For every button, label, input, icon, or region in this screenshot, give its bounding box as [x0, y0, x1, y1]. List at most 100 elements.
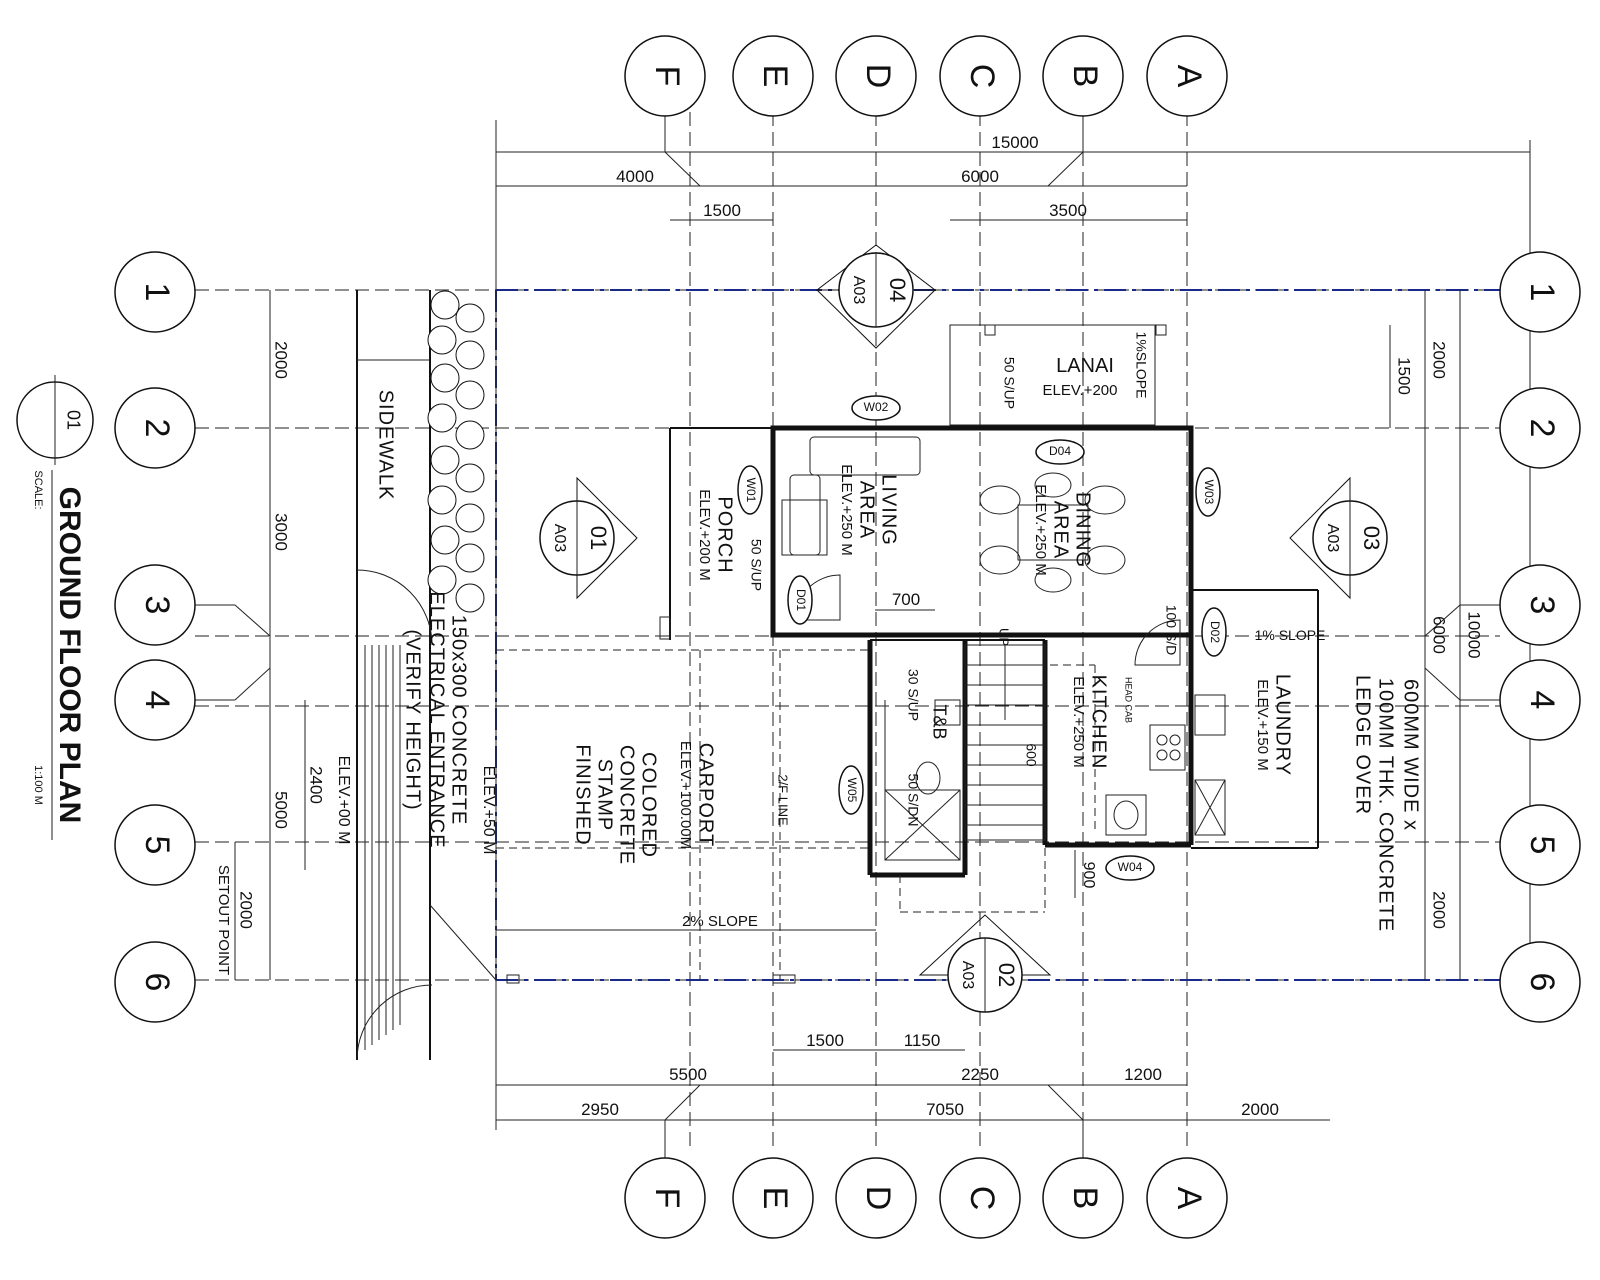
tag-w05: W05 [845, 778, 859, 803]
grid-label-3-right: 3 [1523, 596, 1561, 615]
grid-label-5-left: 5 [138, 836, 176, 855]
dim-right-2000: 2000 [1430, 341, 1449, 379]
title-scale-label: SCALE: [32, 470, 44, 509]
note-elev-00: ELEV.+00 M [335, 756, 352, 845]
grid-label-c-bottom: C [963, 1186, 1001, 1211]
grid-label-d-top: D [859, 64, 897, 89]
dim-right-6000: 6000 [1430, 616, 1449, 654]
section-number-02: 02 [994, 963, 1019, 987]
grid-label-5-right: 5 [1523, 836, 1561, 855]
grid-bubble-5-left [114, 804, 196, 886]
door-window-tags: W02 D04 W01 W03 D01 D02 W05 W04 [737, 395, 1227, 881]
room-lanai-elev: ELEV.+200 [1043, 382, 1118, 399]
note-entrance-line1: 150x300 CONCRETE [448, 615, 470, 826]
grid-bubble-a-top [1146, 35, 1228, 117]
dim-left-2400: 2400 [307, 766, 326, 804]
note-stair-up: UP [997, 628, 1012, 646]
room-sidewalk-name: SIDEWALK [375, 390, 397, 501]
dim-bottom-5500: 5500 [669, 1065, 707, 1084]
note-head-cab: HEAD CAB [1124, 677, 1134, 723]
grid-label-c-top: C [963, 64, 1001, 89]
grid-label-4-left: 4 [138, 691, 176, 710]
tag-d04: D04 [1049, 444, 1071, 458]
dim-top-15000: 15000 [991, 133, 1038, 152]
grid-bubble-b-top [1042, 35, 1124, 117]
grid-bubble-e-top [732, 35, 814, 117]
dimension-labels: 15000 4000 6000 1500 3500 1500 1150 5500… [237, 133, 1484, 1119]
grid-bubble-6-left [114, 941, 196, 1023]
dim-inner-600: 600 [1023, 743, 1039, 767]
note-finish-line4: FINISHED [572, 744, 594, 845]
grid-bubble-1-left [114, 251, 196, 333]
plan-notes: 1%SLOPE 1% SLOPE 2% SLOPE 50 S/UP 50 S/U… [215, 332, 1422, 976]
note-finish-line3: STAMP [594, 759, 616, 831]
dim-top-6000: 6000 [961, 167, 999, 186]
grid-label-1-left: 1 [138, 283, 176, 302]
dim-right-2000-bottom: 2000 [1430, 891, 1449, 929]
title-block: 01 GROUND FLOOR PLAN SCALE: 1:100 M [16, 375, 94, 840]
title-text: GROUND FLOOR PLAN [53, 487, 86, 824]
stairs [964, 644, 1046, 841]
sidewalk [356, 290, 497, 1061]
note-tb-step-up: 30 S/UP [905, 669, 921, 721]
grid-bubble-d-top [835, 35, 917, 117]
grid-label-b-top: B [1066, 65, 1104, 88]
room-porch-elev: ELEV.+200 M [696, 489, 713, 581]
section-marker-01: 01 A03 [539, 476, 638, 600]
grid-bubble-c-bottom [939, 1157, 1021, 1239]
landscape-shrubs [427, 290, 485, 613]
section-sheet-03: A03 [1324, 524, 1341, 553]
grid-bubble-d-bottom [835, 1157, 917, 1239]
section-marker-02: 02 A03 [918, 914, 1052, 1013]
grid-label-a-top: A [1170, 65, 1208, 88]
room-carport-name: CARPORT [695, 743, 717, 847]
grid-bubble-2-right [1499, 387, 1581, 469]
row-bubbles-right: 1 2 3 4 5 6 [1424, 251, 1581, 1023]
dim-left-2000: 2000 [272, 341, 291, 379]
grid-label-d-bottom: D [859, 1186, 897, 1211]
grid-label-b-bottom: B [1066, 1187, 1104, 1210]
note-kitchen-step: 100 S/D [1163, 605, 1179, 656]
note-lanai-slope: 1%SLOPE [1133, 332, 1149, 399]
dim-bottom-2950: 2950 [581, 1100, 619, 1119]
grid-bubble-4-left [114, 659, 196, 741]
tag-d01: D01 [794, 589, 808, 611]
room-laundry-elev: ELEV.+150 M [1254, 679, 1271, 771]
note-lanai-step: 50 S/UP [1001, 357, 1017, 409]
grid-bubble-6-right [1499, 941, 1581, 1023]
grid-bubble-c-top [939, 35, 1021, 117]
grid-label-4-right: 4 [1523, 691, 1561, 710]
section-number-03: 03 [1359, 526, 1384, 550]
grid-label-3-left: 3 [138, 596, 176, 615]
dim-bottom-2250: 2250 [961, 1065, 999, 1084]
column-bubbles-top: F E D C B A [624, 35, 1228, 187]
note-carport-slope: 2% SLOPE [682, 913, 758, 930]
note-tb-step-dn: 50 S/DN [905, 774, 921, 827]
note-elev-50: ELEV.+50 M [480, 766, 497, 855]
tag-w01: W01 [744, 478, 758, 503]
section-sheet-01: A03 [551, 524, 568, 553]
dim-bottom-1150: 1150 [904, 1031, 941, 1050]
note-ledge-line1: 600MM WIDE x [1400, 679, 1422, 831]
note-setout-point: SETOUT POINT [215, 865, 232, 975]
dim-top-1500: 1500 [703, 201, 741, 220]
room-tb-name: T&B [929, 704, 949, 739]
dim-left-3000: 3000 [272, 513, 291, 551]
note-finish-line1: COLORED [638, 752, 660, 858]
tag-w04: W04 [1118, 860, 1143, 874]
section-marker-04: 04 A03 [815, 244, 937, 349]
section-sheet-02: A03 [959, 961, 976, 990]
title-number: 01 [63, 410, 83, 430]
tag-d02: D02 [1208, 621, 1222, 643]
grid-bubble-5-right [1499, 804, 1581, 886]
walls [506, 324, 1319, 984]
dim-right-1500: 1500 [1395, 357, 1414, 395]
grid-label-2-left: 2 [138, 419, 176, 438]
grid-bubble-e-bottom [732, 1157, 814, 1239]
tag-w03: W03 [1202, 480, 1216, 505]
grid-label-6-left: 6 [138, 973, 176, 992]
room-labels: LANAI ELEV.+200 LIVING AREA ELEV.+250 M … [375, 355, 1294, 849]
note-ledge-line2: 100MM THK. CONCRETE [1375, 678, 1397, 932]
room-living-name1: LIVING [878, 474, 900, 546]
room-living-name2: AREA [856, 481, 878, 539]
